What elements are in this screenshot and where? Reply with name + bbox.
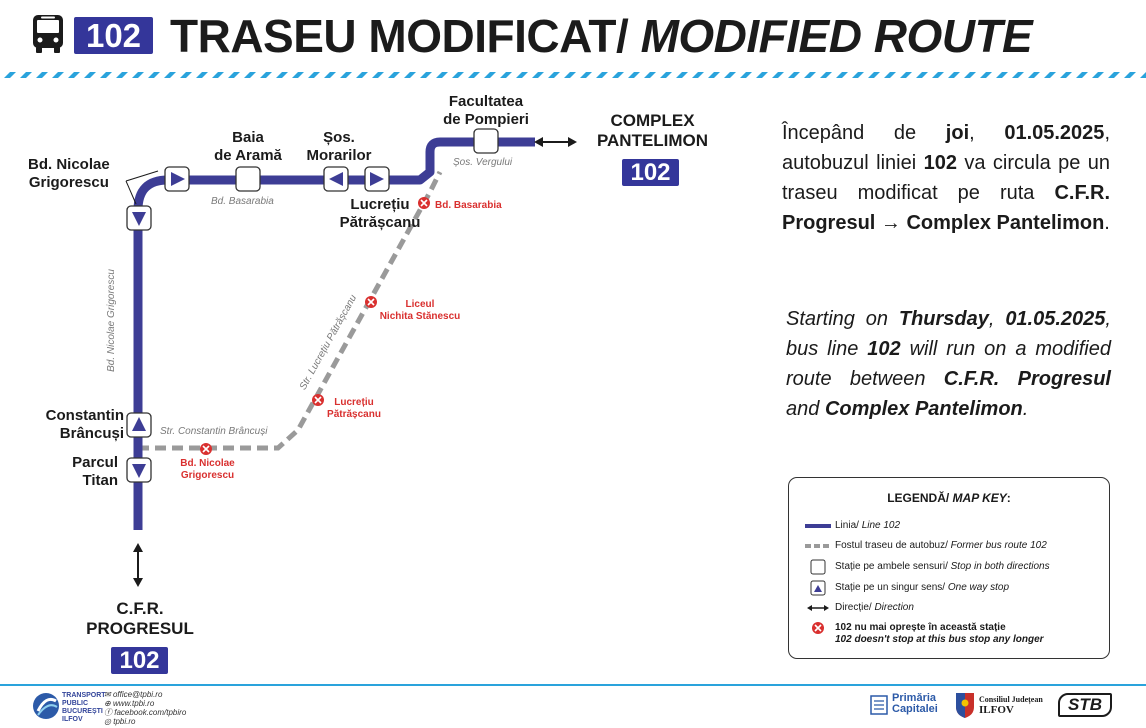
bus-icon	[33, 15, 63, 53]
map-legend: LEGENDĂ/ MAP KEY: Linia/ Line 102 Fostul…	[788, 477, 1110, 659]
legend-title: LEGENDĂ/ MAP KEY:	[887, 491, 1011, 505]
notice-en: Starting on Thursday, 01.05.2025, bus li…	[786, 308, 1111, 420]
instagram-icon: ◎	[104, 717, 111, 726]
primaria-logo-icon	[870, 695, 888, 715]
notice-ro: Începând de joi, 01.05.2025, autobuzul l…	[782, 122, 1110, 234]
title-en: MODIFIED ROUTE	[640, 10, 1033, 62]
page-title: TRASEU MODIFICAT/ MODIFIED ROUTE	[170, 10, 1033, 62]
stop-grigorescu-east	[164, 166, 190, 192]
web-icon: ⊕	[104, 699, 111, 708]
street-label-grigorescu: Bd. Nicolae Grigorescu	[105, 269, 117, 372]
street-label-vergului: Șos. Vergului	[453, 157, 513, 168]
stop-titan	[126, 457, 152, 483]
former-route	[138, 170, 443, 451]
cancelled-icon	[418, 197, 430, 209]
mail-icon: ✉	[104, 690, 111, 699]
stop-pompieri	[473, 128, 499, 154]
footer-divider	[0, 684, 1146, 686]
cancelled-icon	[365, 296, 377, 308]
terminal-line-badge: 102	[622, 159, 679, 186]
facebook-icon: ⓕ	[104, 708, 112, 717]
header-line-badge: 102	[74, 17, 153, 54]
title-ro: TRASEU MODIFICAT/	[170, 10, 629, 62]
header-divider	[0, 72, 1146, 78]
ilfov-shield-icon	[956, 693, 974, 718]
tpbi-logo-icon	[33, 693, 59, 719]
stop-grigorescu-south	[126, 205, 152, 231]
stop-morarilor-east	[364, 166, 390, 192]
terminal-line-badge: 102	[111, 647, 168, 674]
contact-list: ✉ office@tpbi.ro ⊕ www.tpbi.ro ⓕ faceboo…	[104, 690, 187, 726]
cancelled-icon	[312, 394, 324, 406]
stop-morarilor-west	[323, 166, 349, 192]
street-label-brancusi: Str. Constantin Brâncuși	[160, 426, 268, 437]
stop-brancusi	[126, 412, 152, 438]
stb-logo: STB	[1058, 693, 1112, 717]
stop-label-morarilor: Șos.Morarilor	[306, 129, 372, 164]
street-label-basarabia: Bd. Basarabia	[211, 196, 274, 207]
stop-baia-de-arama	[235, 166, 261, 192]
route-map	[125, 128, 577, 587]
direction-arrow-south	[133, 543, 143, 587]
direction-arrow-east	[534, 137, 577, 147]
cancelled-label-basarabia: Bd. Basarabia	[435, 200, 502, 211]
cancelled-icon	[200, 443, 212, 455]
terminal-cfr-progresul: C.F.R.PROGRESUL	[86, 599, 194, 638]
active-route	[133, 137, 535, 530]
